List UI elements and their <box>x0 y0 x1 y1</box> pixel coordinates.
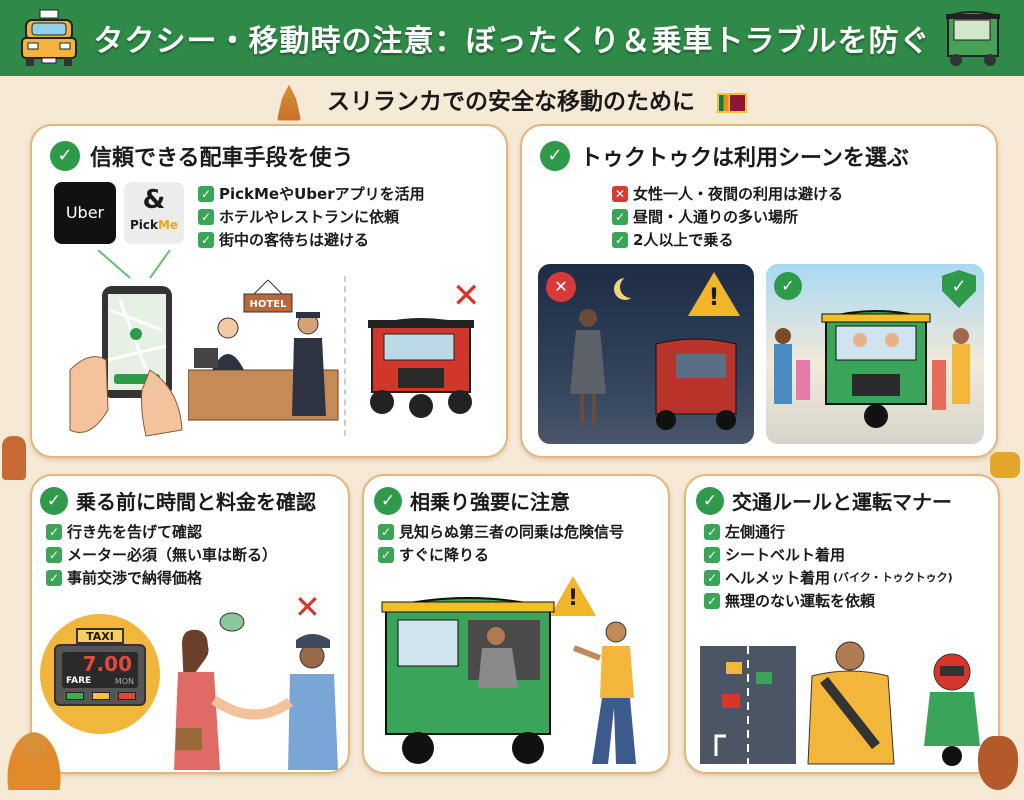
night-scene-illustration: ✕ ! <box>538 264 754 444</box>
check-box-icon: ✓ <box>612 209 628 225</box>
check-box-icon: ✓ <box>198 209 214 225</box>
check-circle-icon: ✓ <box>50 141 80 171</box>
red-tuk-tuk-illustration <box>368 318 474 418</box>
card-title: ✓ 相乗り強要に注意 <box>374 486 570 515</box>
buddha-statue-icon <box>276 84 301 121</box>
card-title: ✓ 信頼できる配車手段を使う <box>50 140 354 172</box>
check-circle-icon: ✓ <box>696 486 724 515</box>
red-x-circle-icon: ✕ <box>546 272 576 302</box>
card-trusted-dispatch: ✓ 信頼できる配車手段を使う Uber & PickMe ✓PickMeやUbe… <box>30 124 508 458</box>
tip-list: ✕女性一人・夜間の利用は避ける ✓昼間・人通りの多い場所 ✓2人以上で乗る <box>612 184 843 253</box>
tip-list: ✓PickMeやUberアプリを活用 ✓ホテルやレストランに依頼 ✓街中の客待ち… <box>198 184 425 253</box>
check-circle-icon: ✓ <box>40 486 68 515</box>
card-title: ✓ 交通ルールと運転マナー <box>696 486 952 515</box>
card-tuk-tuk-scene: ✓ トゥクトゥクは利用シーンを選ぶ ✕女性一人・夜間の利用は避ける ✓昼間・人通… <box>520 124 998 458</box>
lion-statue-icon <box>2 436 26 480</box>
taxi-meter-illustration: TAXI 7.00 FARE MON <box>40 614 160 734</box>
check-box-icon: ✓ <box>46 570 62 586</box>
check-box-icon: ✓ <box>704 524 720 540</box>
tip-list: ✓左側通行 ✓シートベルト着用 ✓ヘルメット着用(バイク・トゥクトゥク) ✓無理… <box>704 522 953 614</box>
fare-value: 7.00 <box>82 652 132 676</box>
list-item: ✓行き先を告げて確認 <box>46 522 277 542</box>
check-circle-icon: ✓ <box>374 486 402 515</box>
pickme-logo: & PickMe <box>124 182 184 244</box>
check-box-icon: ✓ <box>378 524 394 540</box>
list-item: ✓すぐに降りる <box>378 545 624 565</box>
red-x-icon: ✕ <box>294 588 321 626</box>
list-item: ✓見知らぬ第三者の同乗は危険信号 <box>378 522 624 542</box>
list-item: ✓2人以上で乗る <box>612 230 843 250</box>
traffic-scene-illustration <box>700 641 980 766</box>
shield-check-icon: ✓ <box>942 270 976 308</box>
card-title: ✓ 乗る前に時間と料金を確認 <box>40 486 316 515</box>
list-item: ✓メーター必須（無い車は断る） <box>46 545 277 565</box>
tip-list: ✓見知らぬ第三者の同乗は危険信号 ✓すぐに降りる <box>378 522 624 568</box>
buddha-figure-icon <box>6 730 62 790</box>
svg-text:HOTEL: HOTEL <box>250 299 288 310</box>
uber-logo: Uber <box>54 182 116 244</box>
green-check-circle-icon: ✓ <box>774 272 802 300</box>
check-circle-icon: ✓ <box>540 141 570 171</box>
list-item: ✓事前交渉で納得価格 <box>46 568 277 588</box>
hotel-front-desk-illustration: HOTEL <box>188 279 339 421</box>
list-item: ✓ヘルメット着用(バイク・トゥクトゥク) <box>704 568 953 588</box>
header-banner: タクシー・移動時の注意：ぼったくり＆乗車トラブルを防ぐ <box>0 0 1024 76</box>
smartphone-app-illustration <box>69 250 183 437</box>
clay-pot-icon <box>978 736 1018 790</box>
red-x-icon: ✕ <box>452 276 481 316</box>
list-item: ✓シートベルト着用 <box>704 545 953 565</box>
check-box-icon: ✓ <box>378 547 394 563</box>
moon-icon <box>620 276 642 298</box>
card-traffic-rules: ✓ 交通ルールと運転マナー ✓左側通行 ✓シートベルト着用 ✓ヘルメット着用(バ… <box>684 474 1000 774</box>
sri-lanka-flag-icon <box>717 92 748 113</box>
divider <box>344 276 346 436</box>
taxi-icon <box>21 9 77 66</box>
check-box-icon: ✓ <box>198 232 214 248</box>
list-item: ✓無理のない運転を依頼 <box>704 591 953 611</box>
list-item: ✓左側通行 <box>704 522 953 542</box>
tip-list: ✓行き先を告げて確認 ✓メーター必須（無い車は断る） ✓事前交渉で納得価格 <box>46 522 277 591</box>
page-title: タクシー・移動時の注意：ぼったくり＆乗車トラブルを防ぐ <box>93 24 931 59</box>
green-tuk-tuk-illustration <box>381 597 636 764</box>
check-box-icon: ✓ <box>704 593 720 609</box>
check-box-icon: ✓ <box>612 232 628 248</box>
list-item: ✕女性一人・夜間の利用は避ける <box>612 184 843 204</box>
list-item: ✓ホテルやレストランに依頼 <box>198 207 425 227</box>
tuk-tuk-icon <box>946 11 1000 66</box>
subtitle: スリランカでの安全な移動のために <box>0 80 1024 124</box>
check-box-icon: ✓ <box>704 570 720 586</box>
card-title: ✓ トゥクトゥクは利用シーンを選ぶ <box>540 140 909 172</box>
daytime-scene-illustration: ✓ ✓ <box>766 264 984 444</box>
check-box-icon: ✓ <box>704 547 720 563</box>
handshake-illustration <box>174 612 338 770</box>
check-box-icon: ✓ <box>46 524 62 540</box>
cross-box-icon: ✕ <box>612 186 628 202</box>
card-ride-share-warning: ✓ 相乗り強要に注意 ✓見知らぬ第三者の同乗は危険信号 ✓すぐに降りる ! <box>362 474 670 774</box>
check-box-icon: ✓ <box>46 547 62 563</box>
check-box-icon: ✓ <box>198 186 214 202</box>
card-confirm-fare: ✓ 乗る前に時間と料金を確認 ✓行き先を告げて確認 ✓メーター必須（無い車は断る… <box>30 474 350 774</box>
sri-lanka-lion-icon <box>990 452 1020 478</box>
list-item: ✓昼間・人通りの多い場所 <box>612 207 843 227</box>
list-item: ✓PickMeやUberアプリを活用 <box>198 184 425 204</box>
list-item: ✓街中の客待ちは避ける <box>198 230 425 250</box>
